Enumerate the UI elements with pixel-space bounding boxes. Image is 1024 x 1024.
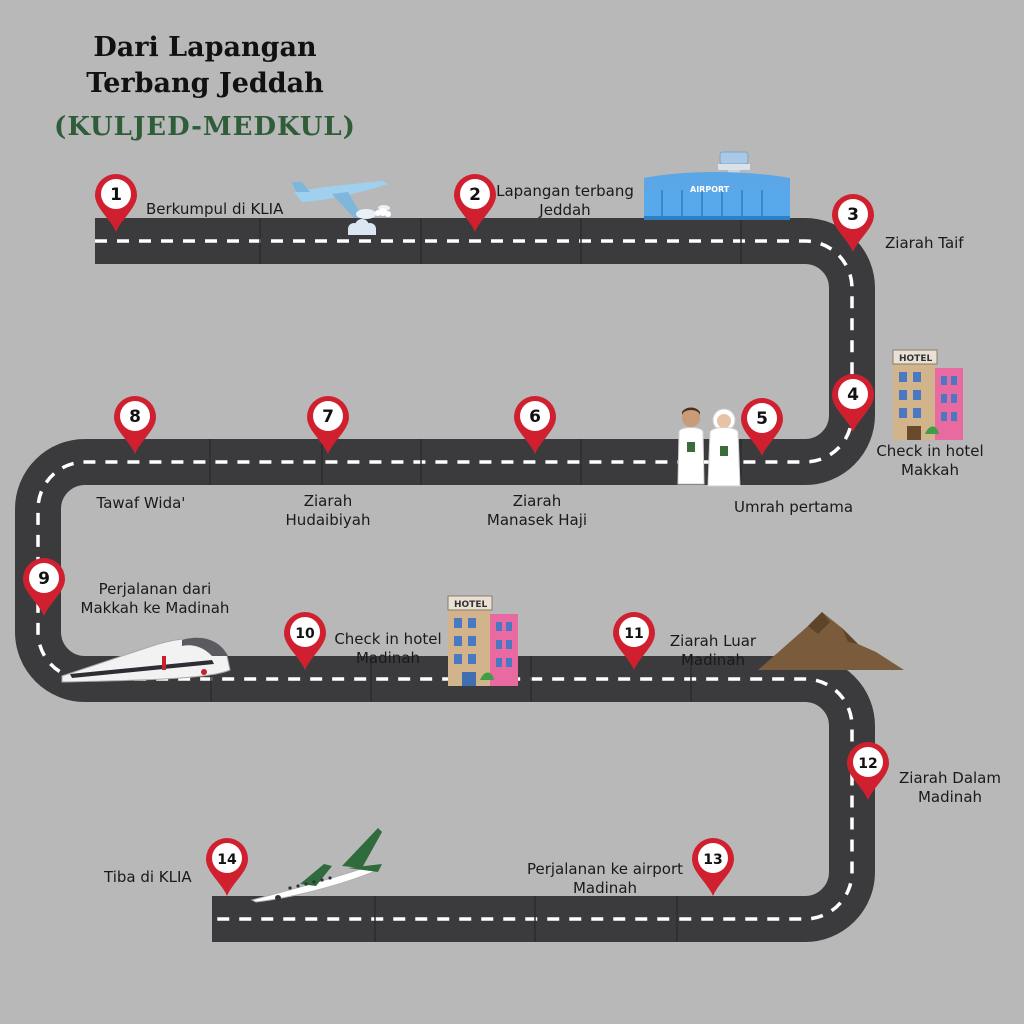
step-label-14: Tiba di KLIA — [104, 868, 192, 886]
pin-number: 7 — [322, 407, 334, 427]
map-pin-icon: 14 — [206, 838, 248, 896]
pin-number: 9 — [38, 569, 50, 589]
map-pin-icon: 9 — [23, 558, 65, 616]
mountain-icon — [758, 612, 904, 670]
pin-number: 12 — [858, 756, 877, 772]
hotel-sign-text: HOTEL — [454, 600, 487, 610]
road-center-line — [36, 239, 854, 921]
title-line-2: Terbang Jeddah — [86, 68, 324, 99]
title-line-1: Dari Lapangan — [93, 32, 317, 63]
map-pin-icon: 5 — [741, 398, 783, 456]
pin-number: 5 — [756, 409, 768, 429]
pin-number: 10 — [295, 626, 315, 642]
hotel-icon — [892, 349, 963, 440]
train-icon — [61, 637, 231, 683]
pilgrims-icon — [677, 407, 741, 487]
map-pin-icon: 7 — [306, 395, 349, 454]
pin-number: 8 — [129, 407, 141, 427]
step-label-5: Umrah pertama — [734, 498, 854, 516]
map-pin-icon: 4 — [832, 374, 874, 432]
pin-number: 4 — [847, 385, 859, 405]
pin-number: 2 — [469, 185, 481, 205]
map-pin-icon: 8 — [114, 396, 156, 454]
pin-number: 11 — [624, 626, 643, 642]
map-pin-icon: 3 — [832, 194, 874, 252]
road-seams — [209, 218, 742, 942]
airport-terminal-icon — [644, 151, 790, 220]
map-pin-icon: 6 — [514, 396, 556, 454]
airport-sign-text: AIRPORT — [690, 185, 730, 194]
page-subtitle: (KULJED-MEDKUL) — [54, 112, 356, 142]
map-pin-icon: 10 — [284, 612, 326, 670]
map-pin-icon: 1 — [95, 174, 137, 232]
departing-airplane-icon — [292, 181, 391, 235]
pin-number: 1 — [110, 185, 122, 205]
pin-number: 3 — [847, 205, 859, 225]
map-pin-icon: 12 — [847, 742, 889, 800]
pin-number: 6 — [529, 407, 541, 427]
step-label-8: Tawaf Wida' — [96, 494, 186, 512]
map-pin-icon: 2 — [454, 174, 496, 232]
pin-number: 14 — [217, 852, 237, 868]
pin-number: 13 — [703, 852, 722, 868]
map-pin-icon: 13 — [692, 838, 734, 896]
page-title: Dari Lapangan Terbang Jeddah — [40, 30, 370, 102]
step-label-1: Berkumpul di KLIA — [146, 200, 284, 218]
hotel-sign-text: HOTEL — [899, 354, 932, 364]
map-pin-icon: 11 — [613, 612, 655, 670]
arriving-airplane-icon — [250, 828, 382, 903]
hotel-icon — [447, 595, 518, 686]
step-label-3: Ziarah Taif — [885, 234, 964, 252]
